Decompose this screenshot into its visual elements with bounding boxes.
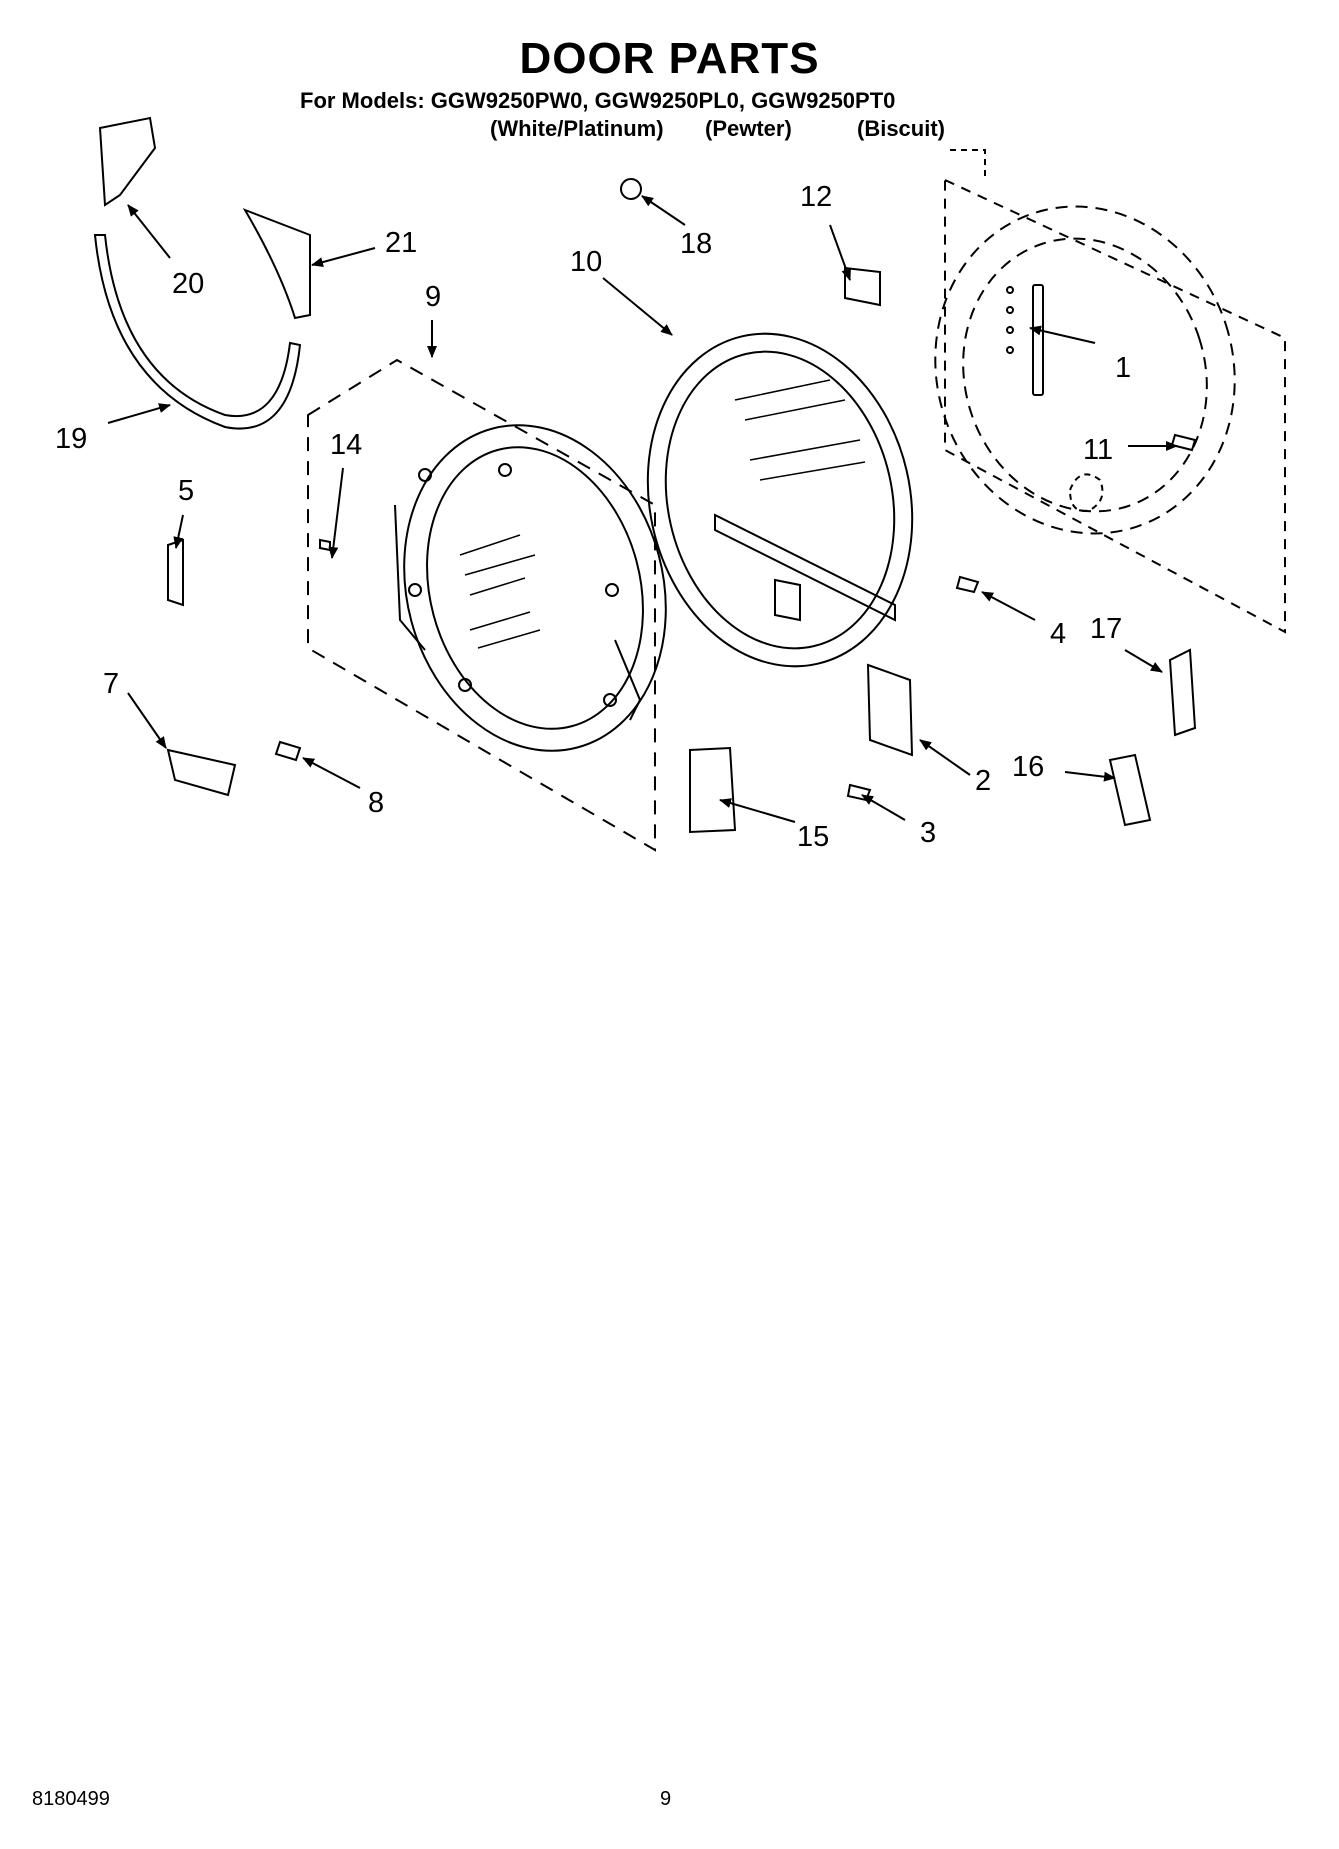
callout-3: 3 xyxy=(920,817,936,849)
part-19-arc xyxy=(93,234,302,430)
callout-4: 4 xyxy=(1050,618,1066,650)
door-inner-frame xyxy=(307,358,667,852)
part-14-plug xyxy=(319,538,331,552)
part-21-trim xyxy=(242,208,311,320)
part-2-hinge xyxy=(866,663,914,757)
callout-16: 16 xyxy=(1012,751,1044,783)
callout-labels: 1 2 3 4 5 7 8 9 10 11 12 14 15 16 17 18 … xyxy=(55,181,1131,853)
leader-arrows xyxy=(107,195,1178,823)
small-parts xyxy=(93,116,1197,834)
callout-5: 5 xyxy=(178,475,194,507)
part-7-handle xyxy=(166,748,237,797)
callout-2: 2 xyxy=(975,765,991,797)
callout-9: 9 xyxy=(425,281,441,313)
callout-10: 10 xyxy=(570,246,602,278)
document-part-number: 8180499 xyxy=(32,1788,110,1810)
variant-biscuit: (Biscuit) xyxy=(857,116,945,141)
callout-11: 11 xyxy=(1083,434,1113,466)
callout-19: 19 xyxy=(55,423,87,455)
part-12-bracket xyxy=(844,266,881,307)
callout-7: 7 xyxy=(103,668,119,700)
part-15-cover xyxy=(689,746,737,834)
model-list: For Models: GGW9250PW0, GGW9250PL0, GGW9… xyxy=(300,88,896,113)
callout-20: 20 xyxy=(172,268,204,300)
page-title: DOOR PARTS xyxy=(519,34,820,83)
callout-8: 8 xyxy=(368,787,384,819)
part-18-screw xyxy=(620,178,642,200)
part-16-bracket xyxy=(1108,753,1152,827)
callout-18: 18 xyxy=(680,228,712,260)
part-5-hinge xyxy=(167,538,184,607)
part-20-trim xyxy=(98,116,157,207)
part-11-screw xyxy=(1170,433,1197,452)
variant-white-platinum: (White/Platinum) xyxy=(490,116,664,141)
callout-17: 17 xyxy=(1090,613,1122,645)
variant-pewter: (Pewter) xyxy=(705,116,792,141)
part-8-screw xyxy=(274,740,302,762)
door-outer-assembly xyxy=(646,332,914,668)
callout-14: 14 xyxy=(330,429,362,461)
part-17-cover xyxy=(1168,648,1197,737)
callout-15: 15 xyxy=(797,821,829,853)
cabinet-front-panel xyxy=(934,149,1286,634)
callout-12: 12 xyxy=(800,181,832,213)
part-4-screw xyxy=(955,575,980,594)
callout-21: 21 xyxy=(385,227,417,259)
page-number: 9 xyxy=(660,1788,672,1810)
callout-1: 1 xyxy=(1115,352,1131,384)
